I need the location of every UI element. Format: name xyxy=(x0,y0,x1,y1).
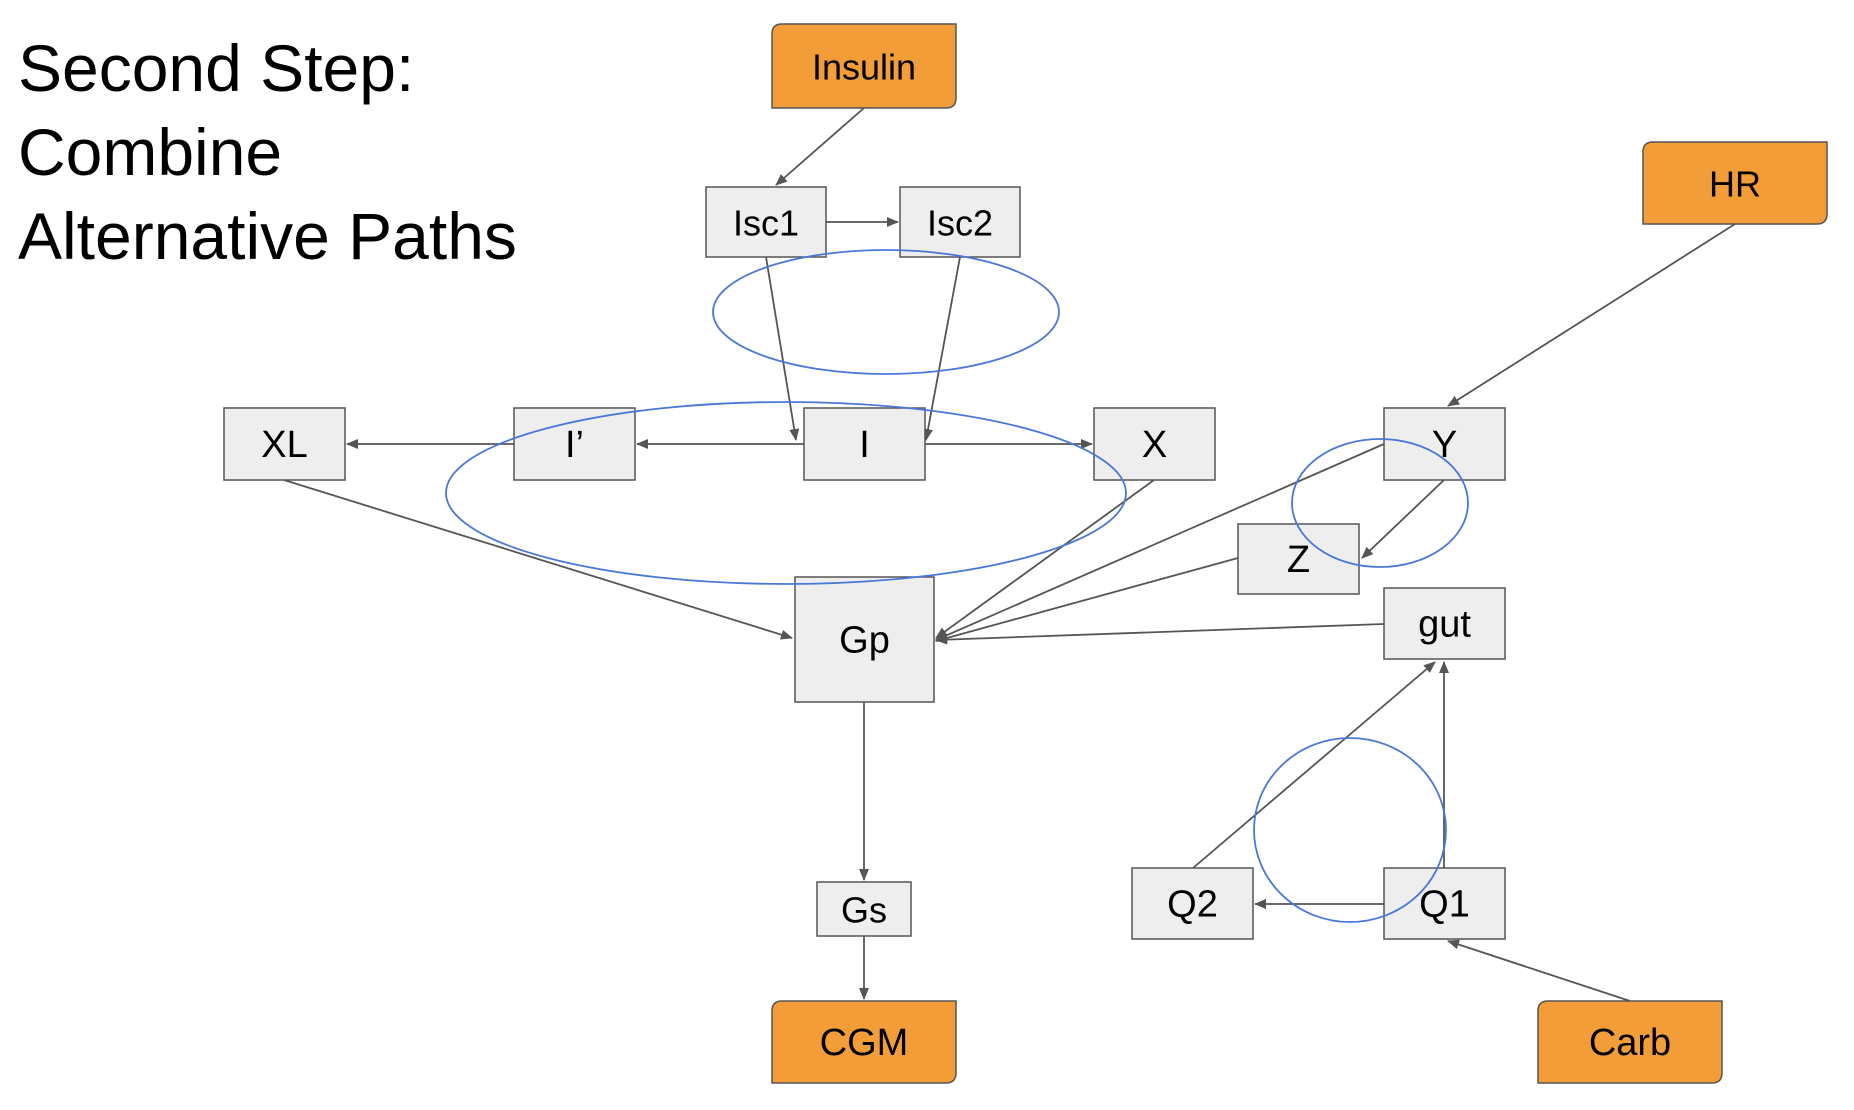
title-line-1: Second Step: xyxy=(18,31,415,105)
node-y[interactable]: Y xyxy=(1383,407,1506,481)
node-carb[interactable]: Carb xyxy=(1537,1000,1723,1084)
node-carb-box xyxy=(1537,1000,1723,1084)
edge-y-to-gp xyxy=(935,443,1385,641)
node-q1-box xyxy=(1383,867,1506,940)
node-x-label: X xyxy=(1142,424,1167,466)
node-cgm[interactable]: CGM xyxy=(771,1000,957,1084)
node-carb-label: Carb xyxy=(1589,1022,1671,1064)
node-isc1[interactable]: Isc1 xyxy=(705,186,827,258)
node-isc2-box xyxy=(899,186,1021,258)
node-hr-box xyxy=(1642,141,1828,225)
node-gp-box xyxy=(794,576,935,703)
edge-hr-to-y xyxy=(1447,223,1736,407)
node-hr-label: HR xyxy=(1709,164,1761,205)
node-q2[interactable]: Q2 xyxy=(1131,867,1254,940)
edge-gut-to-gp xyxy=(935,623,1385,645)
node-gs-label: Gs xyxy=(841,890,887,931)
edge-carb-to-q1 xyxy=(1447,939,1631,1002)
node-gp-label: Gp xyxy=(839,620,890,662)
node-q1-label: Q1 xyxy=(1419,884,1470,926)
node-iprime-box xyxy=(513,407,636,481)
edge-xl-to-gp xyxy=(283,479,793,640)
node-q2-label: Q2 xyxy=(1167,884,1218,926)
node-gut-box xyxy=(1383,587,1506,660)
node-isc1-box xyxy=(705,186,827,258)
group-isc-paths-ellipse xyxy=(712,249,1060,375)
edge-z-to-gp xyxy=(935,557,1239,643)
node-insulin[interactable]: Insulin xyxy=(771,23,957,109)
node-isc2-label: Isc2 xyxy=(927,203,993,244)
node-q2-box xyxy=(1131,867,1254,940)
node-gs[interactable]: Gs xyxy=(816,881,912,937)
edges-layer xyxy=(283,107,1736,1002)
node-q1[interactable]: Q1 xyxy=(1383,867,1506,940)
node-hr[interactable]: HR xyxy=(1642,141,1828,225)
node-xl[interactable]: XL xyxy=(223,407,346,481)
node-iprime[interactable]: I’ xyxy=(513,407,636,481)
node-i-box xyxy=(803,407,926,481)
group-insulin-action-paths-ellipse xyxy=(445,401,1127,585)
edge-isc1-to-i xyxy=(765,256,800,441)
node-x[interactable]: X xyxy=(1093,407,1216,481)
node-gs-box xyxy=(816,881,912,937)
node-xl-box xyxy=(223,407,346,481)
edge-isc2-to-i xyxy=(923,256,961,441)
node-isc2[interactable]: Isc2 xyxy=(899,186,1021,258)
title-line-3: Alternative Paths xyxy=(18,199,517,273)
node-i[interactable]: I xyxy=(803,407,926,481)
node-z-label: Z xyxy=(1287,539,1310,581)
group-gut-absorption-paths-ellipse xyxy=(1253,737,1447,923)
node-cgm-label: CGM xyxy=(820,1022,909,1064)
edge-q2-to-gut xyxy=(1192,661,1436,869)
node-gut-label: gut xyxy=(1418,604,1471,646)
node-insulin-box xyxy=(771,23,957,109)
node-cgm-box xyxy=(771,1000,957,1084)
node-gp[interactable]: Gp xyxy=(794,576,935,703)
node-xl-label: XL xyxy=(261,424,307,466)
node-y-box xyxy=(1383,407,1506,481)
title-line-2: Combine xyxy=(18,115,283,189)
node-i-label: I xyxy=(859,424,870,466)
node-iprime-label: I’ xyxy=(565,424,584,466)
edge-insulin-to-isc1 xyxy=(775,107,865,186)
edge-y-to-z xyxy=(1361,479,1445,559)
edge-x-to-gp xyxy=(935,479,1155,639)
node-z[interactable]: Z xyxy=(1237,523,1360,595)
node-gut[interactable]: gut xyxy=(1383,587,1506,660)
group-hr-paths-ellipse xyxy=(1291,438,1469,568)
groups-layer xyxy=(445,249,1469,923)
node-insulin-label: Insulin xyxy=(812,47,916,88)
node-isc1-label: Isc1 xyxy=(733,203,799,244)
diagram-title: Second Step: Combine Alternative Paths xyxy=(18,26,517,278)
